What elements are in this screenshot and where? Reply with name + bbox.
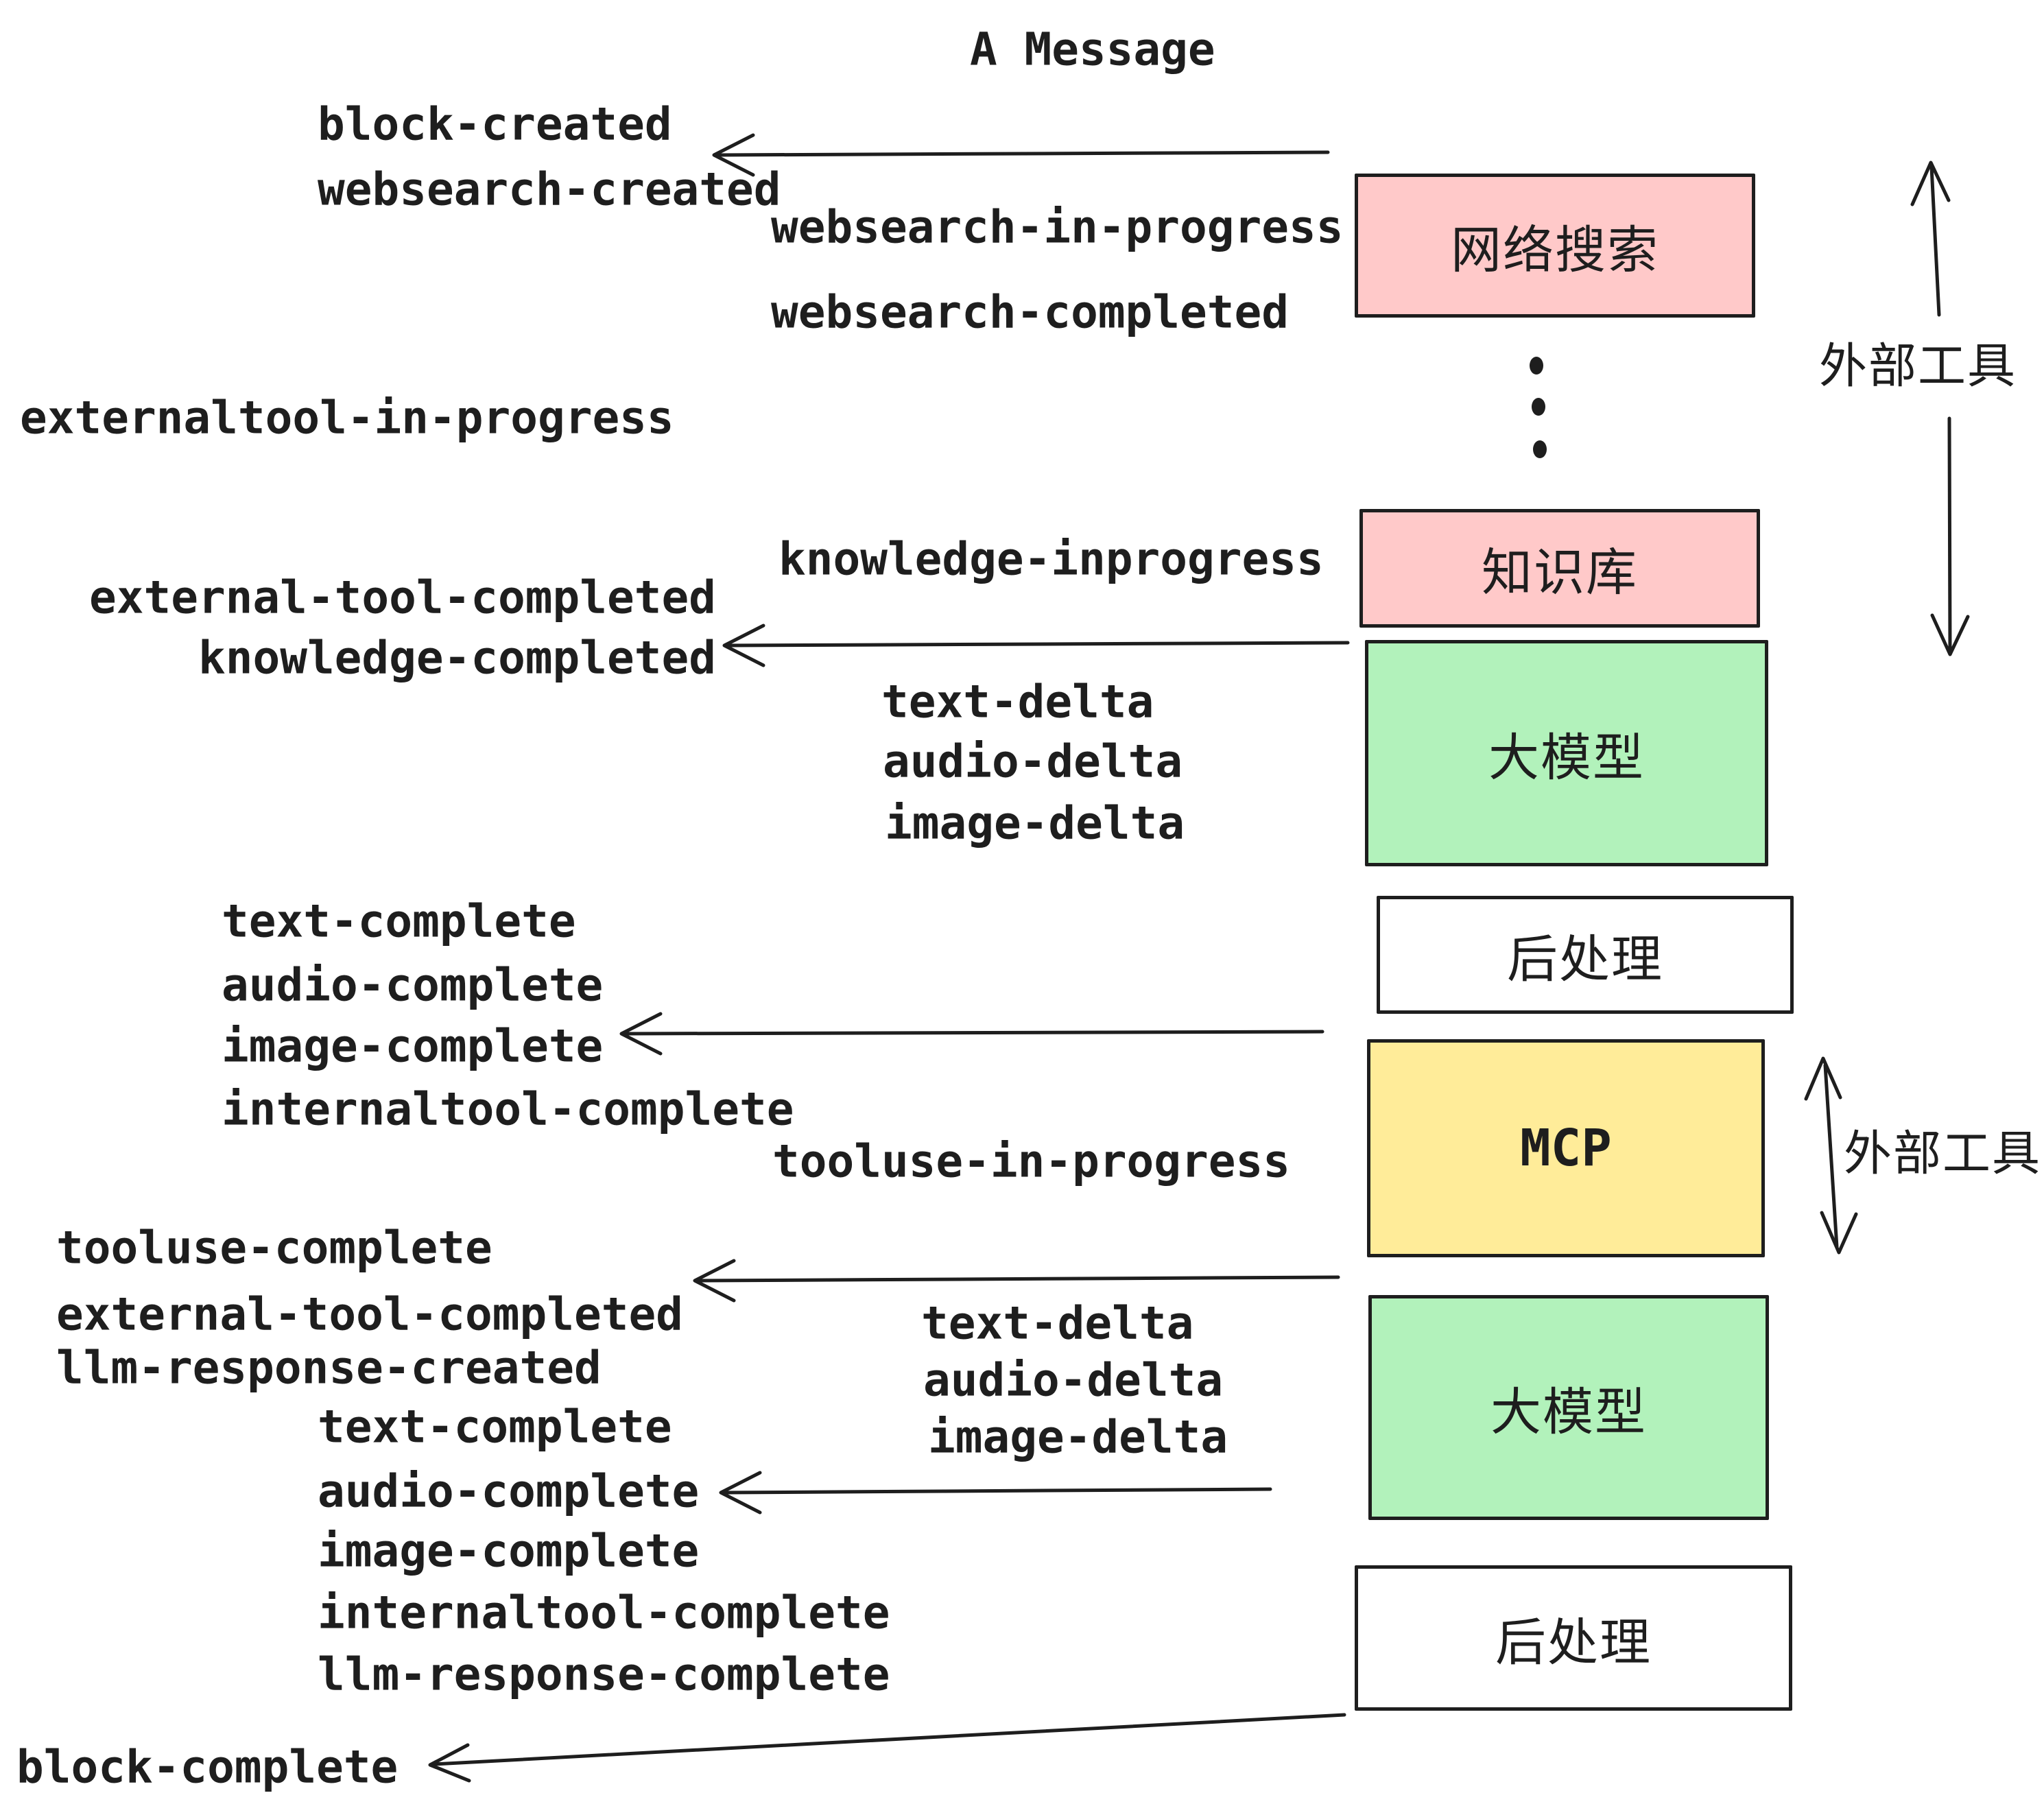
box-llm-2-label: 大模型 xyxy=(1490,1383,1647,1440)
box-llm-1: 大模型 xyxy=(1365,640,1768,866)
event-external-tool-completed-1: external-tool-completed xyxy=(89,571,716,624)
box-websearch: 网络搜索 xyxy=(1355,174,1755,318)
event-websearch-created: websearch-created xyxy=(318,163,781,216)
event-knowledge-inprogress: knowledge-inprogress xyxy=(779,532,1324,586)
event-image-delta-2: image-delta xyxy=(928,1410,1228,1464)
box-llm-2: 大模型 xyxy=(1368,1295,1769,1520)
event-block-complete: block-complete xyxy=(16,1740,399,1794)
event-audio-delta-2: audio-delta xyxy=(923,1353,1224,1407)
event-image-complete-2: image-complete xyxy=(318,1524,700,1578)
event-externaltool-in-progress: externaltool-in-progress xyxy=(20,391,674,444)
arrow-block-complete xyxy=(428,1713,1346,1783)
page-title: A Message xyxy=(970,23,1215,76)
box-mcp: MCP xyxy=(1367,1039,1765,1257)
box-websearch-label: 网络搜索 xyxy=(1451,221,1659,278)
event-websearch-in-progress: websearch-in-progress xyxy=(771,200,1344,254)
event-llm-response-created: llm-response-created xyxy=(56,1341,602,1394)
external-tools-down-arrow xyxy=(1930,416,1970,656)
annotation-external-tools-top: 外部工具 xyxy=(1819,339,2017,393)
arrow-image-complete xyxy=(619,1012,1324,1056)
arrow-tooluse-complete xyxy=(693,1259,1340,1303)
event-audio-complete-1: audio-complete xyxy=(222,958,604,1012)
box-postprocess-1: 后处理 xyxy=(1377,896,1794,1014)
external-tools-double-arrow xyxy=(1804,1056,1858,1255)
event-text-delta-1: text-delta xyxy=(881,675,1154,728)
event-internaltool-complete-1: internaltool-complete xyxy=(222,1082,794,1136)
event-tooluse-complete: tooluse-complete xyxy=(56,1221,492,1274)
annotation-external-tools-mid: 外部工具 xyxy=(1844,1126,2041,1180)
event-external-tool-completed-2: external-tool-completed xyxy=(56,1287,683,1341)
ellipsis-dots xyxy=(1530,357,1547,458)
event-image-delta-1: image-delta xyxy=(885,796,1185,850)
event-text-delta-2: text-delta xyxy=(921,1296,1194,1350)
box-knowledge: 知识库 xyxy=(1359,509,1760,628)
event-image-complete-1: image-complete xyxy=(222,1019,604,1073)
box-postprocess-2-label: 后处理 xyxy=(1495,1613,1652,1671)
event-audio-delta-1: audio-delta xyxy=(883,735,1183,788)
event-audio-complete-2: audio-complete xyxy=(318,1464,700,1518)
arrow-audio-complete xyxy=(719,1471,1272,1515)
event-block-created: block-created xyxy=(318,97,672,151)
event-text-complete-2: text-complete xyxy=(318,1400,672,1453)
box-postprocess-1-label: 后处理 xyxy=(1507,930,1663,988)
box-knowledge-label: 知识库 xyxy=(1482,544,1638,601)
box-mcp-label: MCP xyxy=(1520,1119,1612,1178)
event-llm-response-complete: llm-response-complete xyxy=(318,1648,890,1701)
box-llm-1-label: 大模型 xyxy=(1488,728,1645,786)
event-internaltool-complete-2: internaltool-complete xyxy=(318,1586,890,1639)
event-text-complete-1: text-complete xyxy=(222,894,576,948)
box-postprocess-2: 后处理 xyxy=(1355,1565,1792,1711)
external-tools-up-arrow xyxy=(1910,161,1951,317)
event-tooluse-in-progress: tooluse-in-progress xyxy=(772,1135,1290,1188)
event-websearch-completed: websearch-completed xyxy=(771,285,1289,339)
arrow-knowledge-completed xyxy=(722,624,1350,667)
arrow-block-created xyxy=(712,133,1330,177)
event-knowledge-completed: knowledge-completed xyxy=(198,631,716,685)
